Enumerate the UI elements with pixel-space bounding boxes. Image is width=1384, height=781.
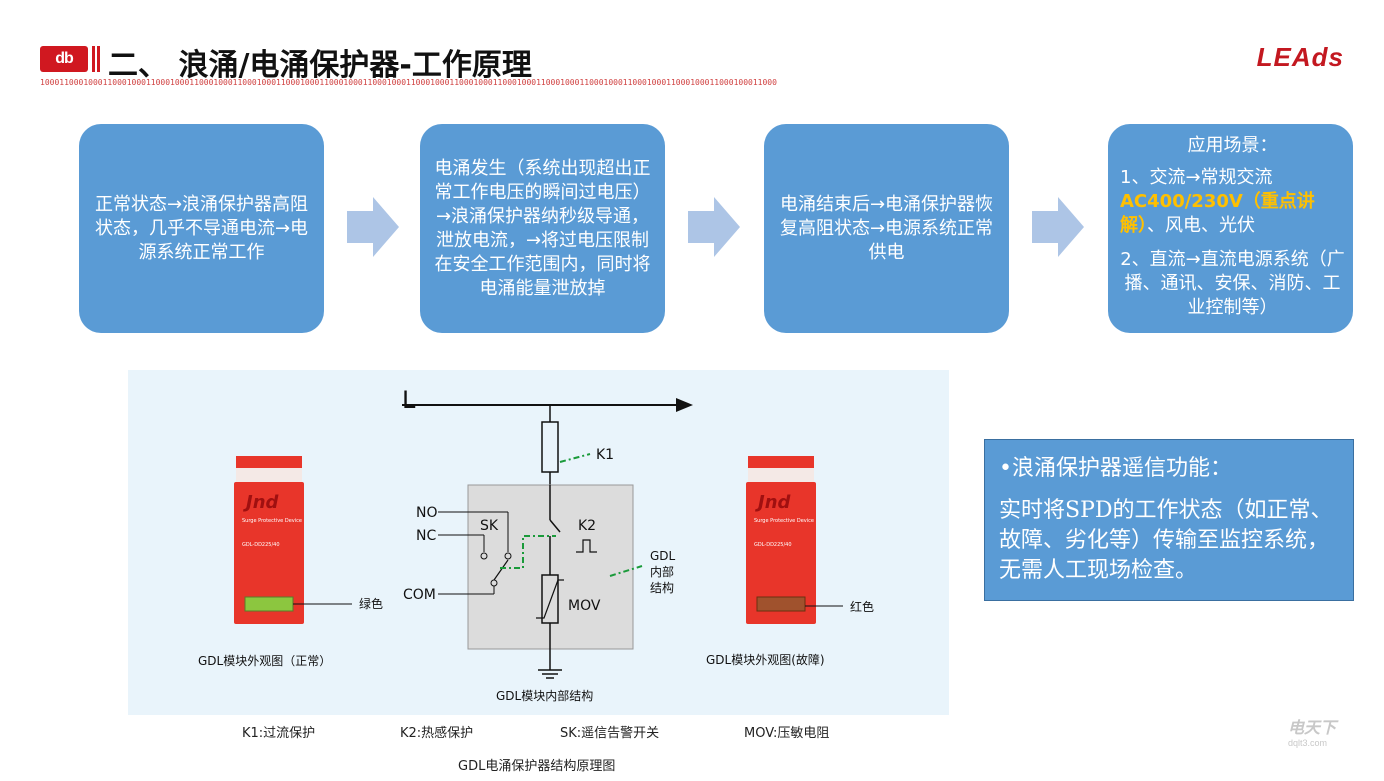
applications-line2: 2、直流→直流电源系统（广播、通讯、安保、消防、工业控制等） xyxy=(1120,249,1345,318)
left-indicator-label: 绿色 xyxy=(359,596,383,611)
svg-text:Surge Protective Device: Surge Protective Device xyxy=(242,518,302,524)
svg-text:GDL-DD225/40: GDL-DD225/40 xyxy=(754,542,792,548)
com-label: COM xyxy=(403,587,436,603)
highlight-text: AC400/230V（重点讲解） xyxy=(1120,191,1315,236)
right-module-caption: GDL模块外观图(故障) xyxy=(706,652,825,667)
gdl-inner-label-1: GDL xyxy=(650,549,676,563)
no-label: NO xyxy=(416,505,438,521)
svg-text:Jnd: Jnd xyxy=(755,492,792,513)
step-applications: 应用场景： 1、交流→常规交流AC400/230V（重点讲解）、风电、光伏 2、… xyxy=(1108,124,1353,333)
fuse-k1-icon xyxy=(541,421,559,473)
remote-signal-info: •浪涌保护器遥信功能： 实时将SPD的工作状态（如正常、故障、劣化等）传输至监控… xyxy=(984,439,1354,601)
k1-label: K1 xyxy=(596,447,614,463)
info-title: •浪涌保护器遥信功能： xyxy=(999,456,1232,481)
gdl-inner-label-2: 内部 xyxy=(650,564,674,579)
step-recover: 电涌结束后→电涌保护器恢复高阻状态→电源系统正常供电 xyxy=(764,124,1009,333)
step-normal: 正常状态→浪涌保护器高阻状态，几乎不导通电流→电源系统正常工作 xyxy=(79,124,324,333)
svg-text:Surge Protective Device: Surge Protective Device xyxy=(754,518,814,524)
applications-title: 应用场景： xyxy=(1187,135,1278,156)
diagram-caption: GDL电涌保护器结构原理图 xyxy=(458,759,616,774)
logo-bars xyxy=(92,46,100,72)
legend-mov: MOV:压敏电阻 xyxy=(744,726,830,741)
step-text: 电涌发生（系统出现超出正常工作电压的瞬间过电压）→浪涌保护器纳秒级导通，泄放电流… xyxy=(434,157,651,299)
right-indicator-label: 红色 xyxy=(850,599,874,614)
sk-label: SK xyxy=(480,518,499,534)
left-module-caption: GDL模块外观图（正常） xyxy=(198,654,331,668)
legend-sk: SK:遥信告警开关 xyxy=(560,726,660,741)
watermark: 电天下 dqlt3.com xyxy=(1287,720,1336,748)
logo: db xyxy=(40,46,88,72)
module-normal: Jnd Surge Protective Device GDL-DD225/40… xyxy=(198,456,383,668)
info-body: 实时将SPD的工作状态（如正常、故障、劣化等）传输至监控系统，无需人工现场检查。 xyxy=(999,498,1333,583)
applications-line1: 1、交流→常规交流AC400/230V（重点讲解）、风电、光伏 xyxy=(1120,167,1315,236)
mov-label: MOV xyxy=(568,598,601,614)
line-label: L xyxy=(402,386,416,414)
inner-caption: GDL模块内部结构 xyxy=(496,688,593,703)
step-text: 正常状态→浪涌保护器高阻状态，几乎不导通电流→电源系统正常工作 xyxy=(94,193,309,263)
legend-k1: K1:过流保护 xyxy=(242,726,316,741)
svg-text:Jnd: Jnd xyxy=(243,492,280,513)
brand-logo: LEAds xyxy=(1256,42,1344,72)
gdl-inner-label-3: 结构 xyxy=(650,580,674,595)
structure-diagram: L K1 K2 MOV SK xyxy=(128,370,949,715)
step-surge: 电涌发生（系统出现超出正常工作电压的瞬间过电压）→浪涌保护器纳秒级导通，泄放电流… xyxy=(420,124,665,333)
page-title: 二、 浪涌/电涌保护器-工作原理 xyxy=(108,48,532,83)
binary-strip: 1000110001000110001000110001000110001000… xyxy=(40,78,777,87)
module-fault: Jnd Surge Protective Device GDL-DD225/40… xyxy=(706,456,874,667)
svg-text:GDL-DD225/40: GDL-DD225/40 xyxy=(242,542,280,548)
nc-label: NC xyxy=(416,528,436,544)
step-text: 电涌结束后→电涌保护器恢复高阻状态→电源系统正常供电 xyxy=(779,193,994,263)
k2-label: K2 xyxy=(578,518,596,534)
legend-k2: K2:热感保护 xyxy=(400,726,474,741)
